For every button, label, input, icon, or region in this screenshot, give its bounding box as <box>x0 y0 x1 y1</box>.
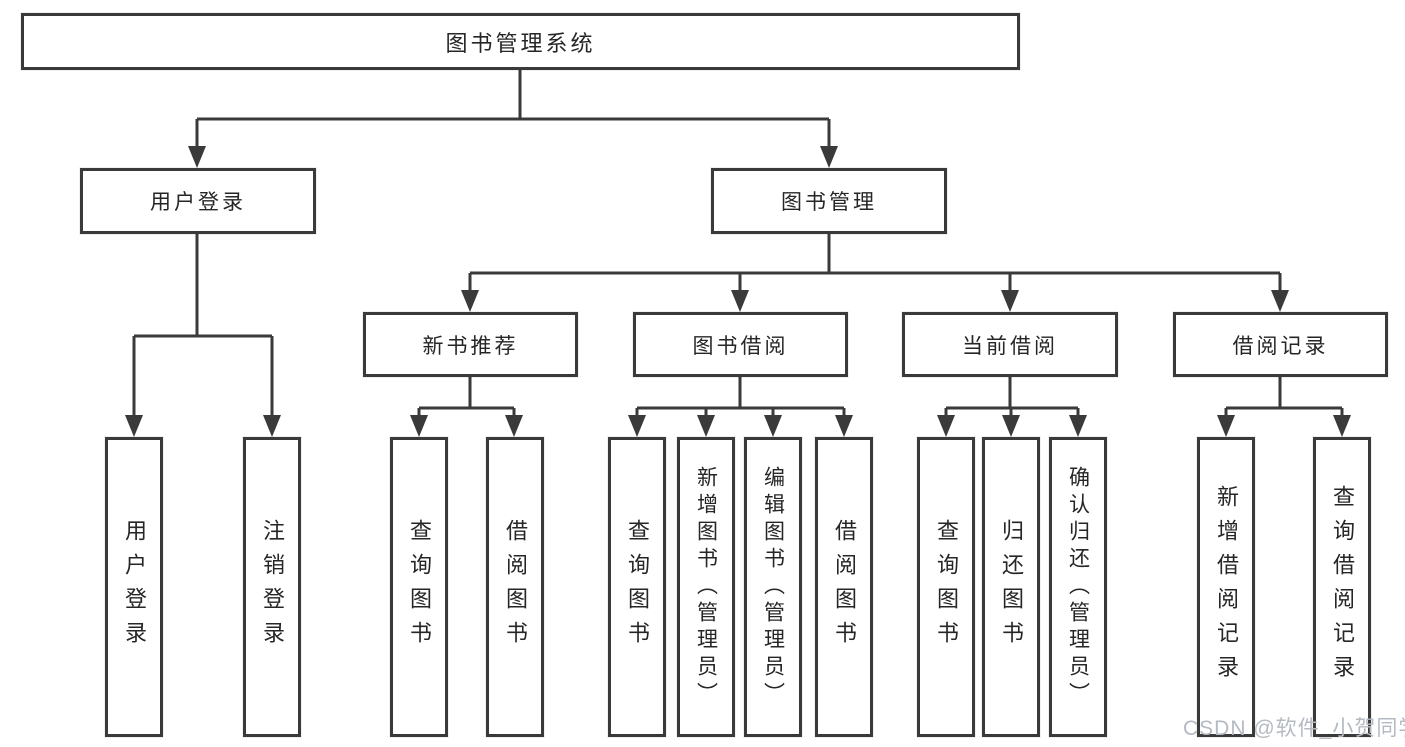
node-user-login: 用户登录 <box>105 437 163 737</box>
node-book-management: 图书管理 <box>711 168 947 234</box>
node-query-borrow-record: 查询借阅记录 <box>1313 437 1371 737</box>
node-query-books-borrow: 查询图书 <box>608 437 666 737</box>
node-user-login-branch: 用户登录 <box>80 168 316 234</box>
node-query-books-current: 查询图书 <box>917 437 975 737</box>
node-book-borrow: 图书借阅 <box>633 312 848 377</box>
node-query-books-recommend: 查询图书 <box>390 437 448 737</box>
node-return-books: 归还图书 <box>982 437 1040 737</box>
node-borrow-books-recommend: 借阅图书 <box>486 437 544 737</box>
node-add-books-admin: 新增图书（管理员） <box>677 437 735 737</box>
node-current-borrow: 当前借阅 <box>902 312 1118 377</box>
node-borrow-records: 借阅记录 <box>1173 312 1388 377</box>
node-new-book-recommend: 新书推荐 <box>363 312 578 377</box>
node-confirm-return-admin: 确认归还（管理员） <box>1049 437 1107 737</box>
node-edit-books-admin: 编辑图书（管理员） <box>744 437 802 737</box>
csdn-watermark: CSDN @软件_小贺同学 <box>1183 717 1405 740</box>
node-borrow-books: 借阅图书 <box>815 437 873 737</box>
node-library-system: 图书管理系统 <box>21 13 1020 70</box>
node-logout-login: 注销登录 <box>243 437 301 737</box>
node-add-borrow-record: 新增借阅记录 <box>1197 437 1255 737</box>
